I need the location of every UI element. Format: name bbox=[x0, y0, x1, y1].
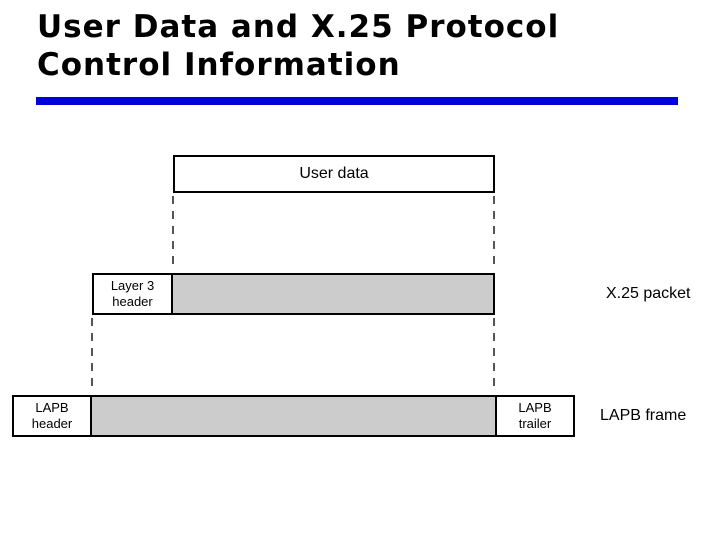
x25-packet-label: X.25 packet bbox=[606, 285, 691, 302]
lapb-trailer-box: LAPB trailer bbox=[495, 395, 575, 437]
lapb-frame-data-area bbox=[12, 395, 575, 437]
dashed-connector-bottom-left bbox=[91, 318, 93, 392]
title-underline-rule bbox=[36, 97, 678, 105]
lapb-frame-label: LAPB frame bbox=[600, 407, 687, 424]
lapb-header-box: LAPB header bbox=[12, 395, 92, 437]
dashed-connector-top-right bbox=[493, 196, 495, 270]
user-data-box: User data bbox=[173, 155, 495, 193]
layer3-header-box: Layer 3 header bbox=[92, 273, 173, 315]
slide-title: User Data and X.25 Protocol Control Info… bbox=[37, 9, 560, 83]
dashed-connector-bottom-right bbox=[493, 318, 495, 392]
dashed-connector-top-left bbox=[172, 196, 174, 270]
